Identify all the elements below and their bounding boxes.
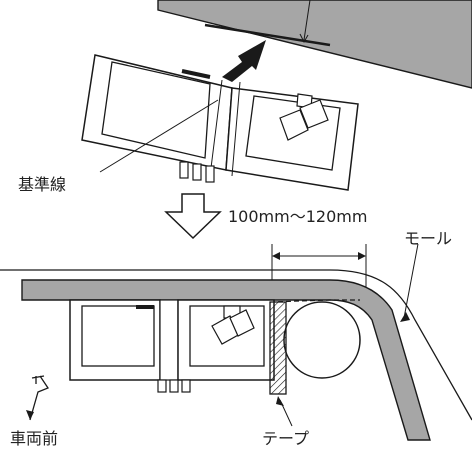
reference-line-label: 基準線 [18, 175, 66, 194]
insert-arrow [222, 40, 266, 82]
dimension-label: 100mm～120mm [228, 207, 367, 226]
molding-label: モール [404, 229, 452, 248]
tape-label: テープ [262, 429, 309, 448]
windshield-panel [21, 279, 431, 441]
down-arrow [164, 193, 222, 240]
device-unit-bottom [69, 299, 275, 393]
molding-leader [400, 243, 419, 322]
vehicle-front-label: 車両前 [10, 429, 58, 448]
tape-leader [276, 396, 293, 427]
device-unit-top [81, 54, 359, 191]
windshield-top-edge [157, 0, 472, 89]
front-direction-arrow [26, 375, 49, 421]
reference-line-leader [99, 99, 219, 173]
tape-strip [269, 301, 287, 395]
molding-outline [0, 269, 472, 421]
